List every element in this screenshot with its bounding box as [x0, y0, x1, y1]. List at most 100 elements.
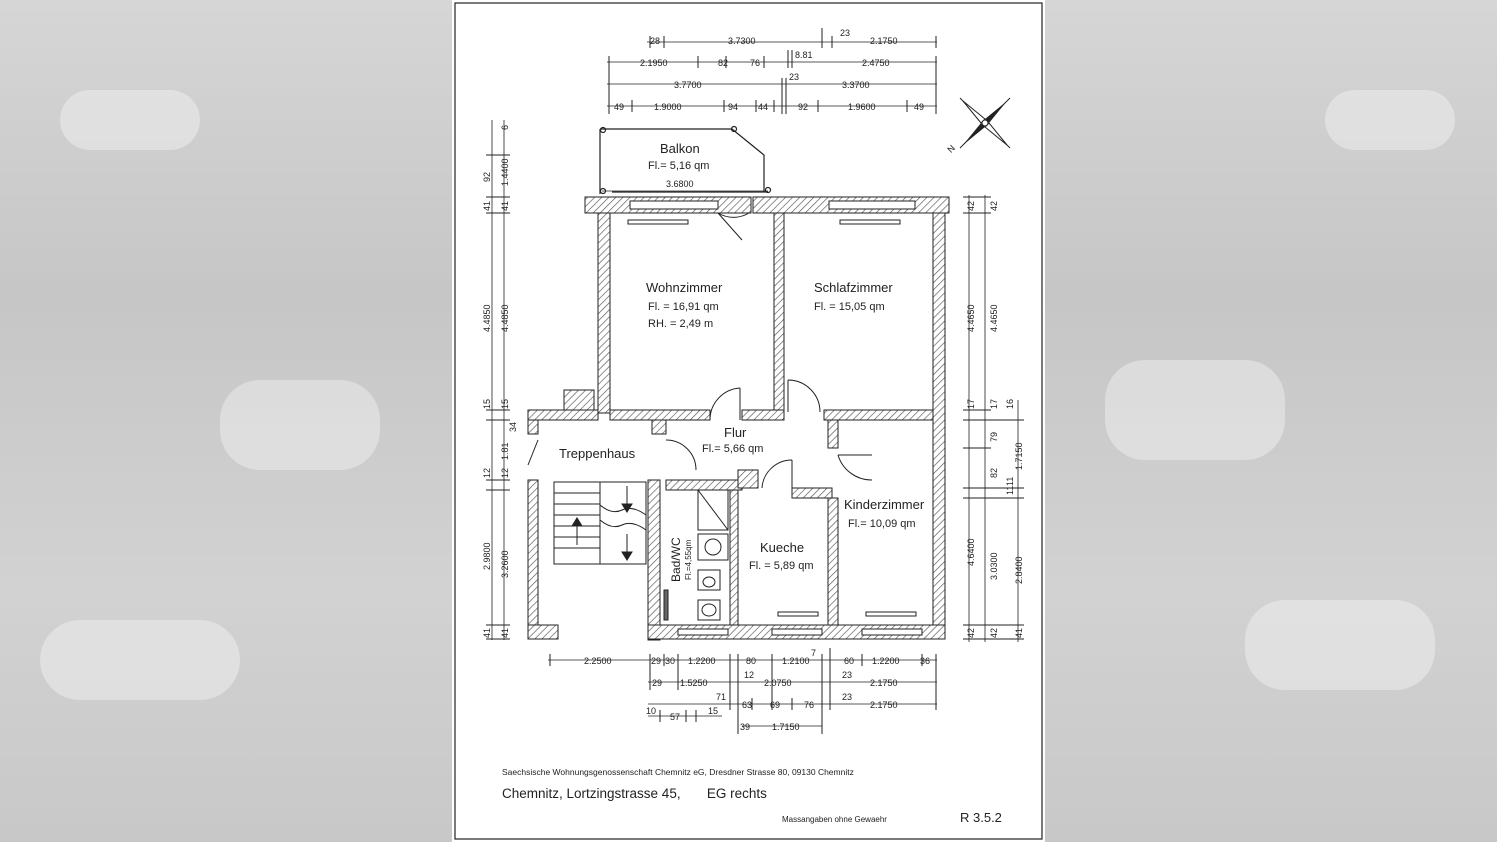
stairs — [553, 481, 647, 565]
dim-left-outer-8: 3.2600 — [500, 550, 510, 578]
dim-top-1-d: 2.1750 — [870, 36, 898, 46]
dim-bottom-2-c: 12 — [744, 670, 754, 680]
dim-right-inner-1: 42 — [966, 201, 976, 211]
dim-right-outer-3: 17 — [989, 399, 999, 409]
dim-bottom-1-d: 1.2200 — [688, 656, 716, 666]
footer-disclaimer: Massangaben ohne Gewaehr — [782, 815, 887, 824]
compass-north-label: N — [945, 143, 957, 155]
room-label-treppenhaus: Treppenhaus — [559, 446, 636, 461]
dim-bottom-2-b: 1.5250 — [680, 678, 708, 688]
dim-left-outer-4: 4.4850 — [500, 304, 510, 332]
dim-bottom-1-h: 60 — [844, 656, 854, 666]
room-area-schlafzimmer: Fl. = 15,05 qm — [814, 301, 885, 313]
dim-right-outer-1: 42 — [989, 201, 999, 211]
dim-top-4-a: 49 — [614, 102, 624, 112]
dim-right-far-1: 16 — [1005, 399, 1015, 409]
dim-top-2-c: 76 — [750, 58, 760, 68]
room-label-schlafzimmer: Schlafzimmer — [814, 280, 893, 295]
room-area-kinderzimmer: Fl.= 10,09 qm — [848, 518, 916, 530]
dim-top-2-e: 2.4750 — [862, 58, 890, 68]
dim-right-inner-3: 17 — [966, 399, 976, 409]
dim-bottom-2-e: 23 — [842, 670, 852, 680]
compass-icon — [959, 97, 1011, 149]
dim-bottom-1-j: 36 — [920, 656, 930, 666]
room-area-kueche: Fl. = 5,89 qm — [749, 560, 814, 572]
dim-right-outer-5: 42 — [966, 628, 976, 638]
dim-left-inner-5: 34 — [508, 422, 518, 432]
dim-top-1-a: 28 — [650, 36, 660, 46]
dim-top-1-b: 3.7300 — [728, 36, 756, 46]
dim-top-2-b: 82 — [718, 58, 728, 68]
dim-top-3-b: 23 — [789, 72, 799, 82]
room-height-wohnzimmer: RH. = 2,49 m — [648, 318, 713, 330]
doors — [527, 212, 873, 490]
floor-plan-drawing: N — [454, 2, 1043, 840]
walls — [527, 196, 950, 641]
dim-right-far-2: 1.7150 — [1014, 442, 1024, 470]
floor-plan-sheet: N — [452, 0, 1045, 842]
footer-reference: R 3.5.2 — [960, 810, 1002, 825]
dim-right-outer-2: 4.4650 — [989, 304, 999, 332]
dim-top-3-a: 3.7700 — [674, 80, 702, 90]
dim-bottom-3-b: 63 — [742, 700, 752, 710]
dim-left-outer-3: 41 — [500, 201, 510, 211]
dim-left-inner-3: 4.4850 — [482, 304, 492, 332]
dim-bottom-4-c: 15 — [708, 706, 718, 716]
dim-left-outer-6: 1.81 — [500, 442, 510, 460]
dim-bottom-1-g: 7 — [811, 648, 816, 658]
drawing-border — [454, 2, 1043, 840]
dim-bottom-1-c: 30 — [665, 656, 675, 666]
room-label-balkon: Balkon — [660, 141, 700, 156]
room-area-bad: Fl.=4,55qm — [684, 539, 693, 580]
dim-top-1-c: 23 — [840, 28, 850, 38]
dim-right-inner-5: 82 — [989, 468, 999, 478]
room-area-wohnzimmer: Fl. = 16,91 qm — [648, 301, 719, 313]
dim-bottom-4-b: 57 — [670, 712, 680, 722]
dim-right-far-3: 11 — [1005, 477, 1015, 486]
room-area-balkon: Fl.= 5,16 qm — [648, 160, 709, 172]
dim-bottom-3-a: 71 — [716, 692, 726, 702]
dim-left-outer-2: 1.4400 — [500, 158, 510, 186]
dim-right-inner-2: 4.4650 — [966, 304, 976, 332]
room-label-kueche: Kueche — [760, 540, 804, 555]
dim-right-far-5: 41 — [1014, 628, 1024, 638]
room-label-wohnzimmer: Wohnzimmer — [646, 280, 723, 295]
dim-right-far-4: 2.8400 — [1014, 556, 1024, 584]
dim-top-4-e: 92 — [798, 102, 808, 112]
dimension-lines — [486, 28, 1024, 734]
dim-top-3-c: 3.3700 — [842, 80, 870, 90]
balcony — [599, 125, 772, 195]
dim-left-outer-9: 41 — [500, 628, 510, 638]
dim-bottom-1-f: 1.2100 — [782, 656, 810, 666]
dim-bottom-1-e: 80 — [746, 656, 756, 666]
dim-right-inner-4: 79 — [989, 432, 999, 442]
dim-top-4-b: 1.9000 — [654, 102, 682, 112]
dim-left-inner-4: 15 — [482, 399, 492, 409]
dim-right-inner-6: 11 — [1005, 486, 1015, 495]
room-area-flur: Fl.= 5,66 qm — [702, 443, 763, 455]
dim-left-inner-8: 41 — [482, 628, 492, 638]
dim-bottom-2-d: 2.0750 — [764, 678, 792, 688]
dim-bottom-2-a: 29 — [652, 678, 662, 688]
dim-bottom-3-d: 76 — [804, 700, 814, 710]
dim-bottom-5-b: 1.7150 — [772, 722, 800, 732]
dim-bottom-2-f: 2.1750 — [870, 678, 898, 688]
blurred-background-left — [0, 0, 452, 842]
dim-left-inner-7: 2.9800 — [482, 542, 492, 570]
footer-address: Chemnitz, Lortzingstrasse 45, EG rechts — [502, 786, 767, 801]
dim-left-inner-2: 41 — [482, 201, 492, 211]
bathroom-fixtures — [663, 489, 729, 621]
dim-left-outer-5: 15 — [500, 399, 510, 409]
dim-bottom-3-c: 69 — [770, 700, 780, 710]
dim-bottom-3-f: 2.1750 — [870, 700, 898, 710]
blurred-background-right — [1045, 0, 1497, 842]
dim-right-inner-8: 42 — [989, 628, 999, 638]
dim-bottom-1-i: 1.2200 — [872, 656, 900, 666]
dim-top-2-d: 8.81 — [795, 50, 813, 60]
dim-bottom-4-a: 10 — [646, 706, 656, 716]
dim-top-2-a: 2.1950 — [640, 58, 668, 68]
dim-left-outer-1: 6 — [500, 125, 510, 130]
dim-right-inner-7: 3.0300 — [989, 552, 999, 580]
windows — [627, 200, 923, 636]
room-label-bad: Bad/WC — [669, 537, 683, 582]
